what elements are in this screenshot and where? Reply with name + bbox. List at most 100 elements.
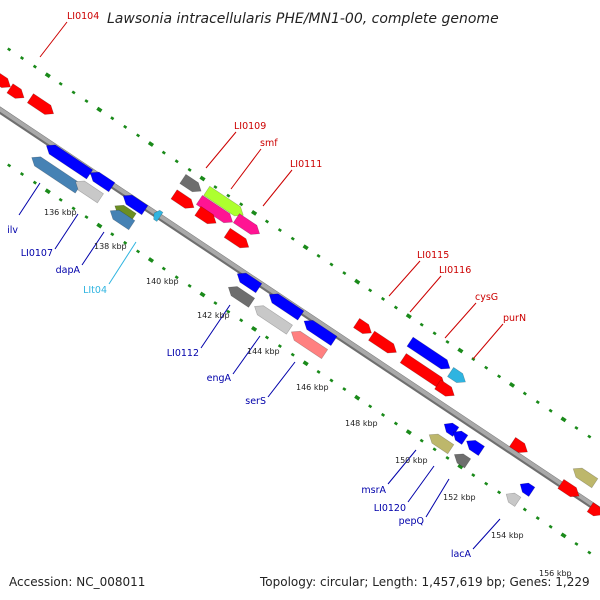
gene-arrow xyxy=(195,194,234,224)
tick-label: 148 kbp xyxy=(345,419,378,428)
leader-line xyxy=(39,21,68,58)
gene-arrow-shape xyxy=(170,189,195,209)
leader-line xyxy=(409,275,442,313)
gene-label: cysG xyxy=(475,292,498,303)
gene-arrow-shape xyxy=(236,272,263,294)
gene-arrow xyxy=(45,144,94,180)
gene-arrow-shape xyxy=(453,453,472,469)
outer-ring-tick xyxy=(497,374,502,379)
outer-ring-tick xyxy=(135,133,141,138)
leader-line xyxy=(472,323,504,360)
dotted-rings xyxy=(7,47,592,555)
map-title: Lawsonia intracellularis PHE/MN1-00, com… xyxy=(107,11,499,27)
gene-arrow xyxy=(452,430,469,445)
inner-ring-tick xyxy=(548,524,553,529)
outer-ring-tick xyxy=(548,408,553,413)
gene-arrow-shape xyxy=(26,93,55,115)
tick-label: 144 kbp xyxy=(247,347,280,356)
gene-arrow xyxy=(31,156,82,194)
inner-ring-tick xyxy=(329,378,334,383)
gene-label: LI0120 xyxy=(374,503,406,514)
inner-ring-tick xyxy=(354,394,361,401)
outer-ring-tick xyxy=(329,262,334,267)
gene-arrow xyxy=(109,209,136,231)
outer-ring-tick xyxy=(560,416,567,423)
gene-arrow xyxy=(236,272,263,294)
gene-arrow-shape xyxy=(428,433,455,455)
gene-arrow xyxy=(254,305,293,335)
outer-ring-tick xyxy=(84,99,89,104)
inner-ring-tick xyxy=(147,257,155,263)
gene-arrow-shape xyxy=(223,227,250,249)
accession-text: Accession: NC_008011 xyxy=(9,575,145,589)
gene-arrow xyxy=(466,440,485,456)
outer-ring-tick xyxy=(147,141,155,147)
gene-label: serS xyxy=(245,396,266,407)
inner-ring-tick xyxy=(457,463,464,470)
inner-ring-tick xyxy=(535,516,540,521)
outer-ring-tick xyxy=(393,305,398,310)
inner-ring-tick xyxy=(497,490,502,495)
gene-arrow xyxy=(509,437,528,453)
gene-arrow-shape xyxy=(434,379,455,397)
gene-arrow-shape xyxy=(466,440,485,456)
leader-line xyxy=(262,169,293,207)
gene-arrow xyxy=(353,318,372,334)
gene-arrow-shape xyxy=(406,336,451,370)
gene-arrow-shape xyxy=(505,492,522,507)
outer-ring-tick xyxy=(432,331,437,336)
outer-ring-tick xyxy=(161,150,166,155)
gene-arrow-shape xyxy=(452,430,469,445)
gene-label: LI0115 xyxy=(417,250,449,261)
gene-label: LI0107 xyxy=(21,248,53,259)
genome-summary-text: Topology: circular; Length: 1,457,619 bp… xyxy=(259,575,590,589)
gene-label: smf xyxy=(260,138,278,149)
leader-line xyxy=(387,449,417,485)
gene-label: LI0109 xyxy=(234,121,266,132)
outer-ring-tick xyxy=(239,202,244,207)
gene-label: LI0111 xyxy=(290,159,322,170)
gene-arrow-shape xyxy=(353,318,372,334)
leader-line xyxy=(407,465,435,503)
inner-ring-tick xyxy=(432,447,437,452)
gene-arrow xyxy=(6,83,25,99)
inner-ring-tick xyxy=(123,240,128,245)
outer-ring-tick xyxy=(457,347,464,354)
label-leaders xyxy=(18,21,504,550)
leader-line xyxy=(108,241,137,285)
tick-label: 140 kbp xyxy=(146,277,179,286)
inner-ring-tick xyxy=(587,550,592,555)
gene-label: engA xyxy=(207,373,232,384)
gene-label: ilv xyxy=(7,225,18,236)
inner-ring-tick xyxy=(342,387,347,392)
gene-label: LI0112 xyxy=(167,348,199,359)
gene-arrow xyxy=(223,227,250,249)
inner-ring-tick xyxy=(71,206,76,211)
inner-ring-tick xyxy=(316,369,321,374)
outer-ring-tick xyxy=(71,90,76,95)
outer-ring-tick xyxy=(277,228,282,233)
leader-line xyxy=(267,361,296,398)
outer-ring-tick xyxy=(405,313,412,319)
gene-arrow-shape xyxy=(122,194,149,216)
gene-arrow-shape xyxy=(195,194,234,224)
inner-ring-tick xyxy=(380,412,386,417)
gene-arrow-shape xyxy=(109,209,136,231)
inner-ring-tick xyxy=(419,438,424,443)
gene-arrow-shape xyxy=(443,422,460,437)
gene-arrow xyxy=(447,367,466,383)
leader-line xyxy=(472,518,501,550)
outer-ring-tick xyxy=(251,209,258,216)
gene-arrow xyxy=(505,492,522,507)
leader-line xyxy=(230,148,262,190)
gene-arrow xyxy=(227,286,256,308)
gene-arrow-shape xyxy=(254,305,293,335)
gene-label: dapA xyxy=(56,265,81,276)
inner-ring-tick xyxy=(58,197,63,202)
inner-ring-tick xyxy=(32,180,37,185)
tick-label: 150 kbp xyxy=(395,456,428,465)
leader-line xyxy=(425,478,450,518)
gene-arrow xyxy=(179,173,202,193)
